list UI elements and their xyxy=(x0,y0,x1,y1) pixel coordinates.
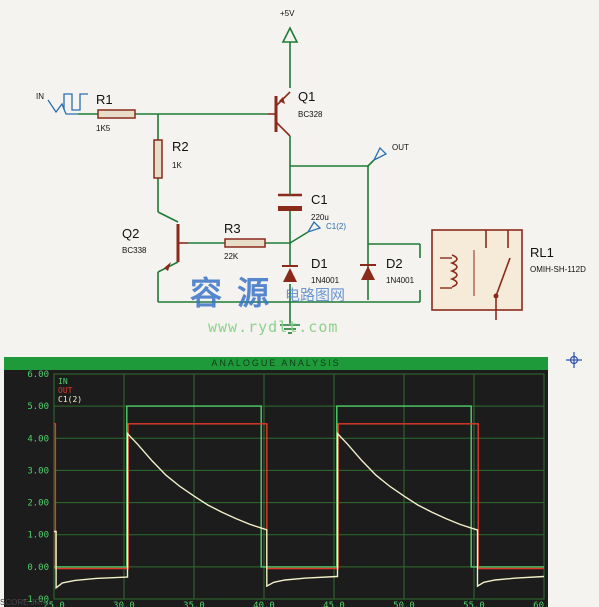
legend-entry: C1(2) xyxy=(58,395,82,404)
d2-value: 1N4001 xyxy=(386,276,415,285)
rl1-value: OMIH-SH-112D xyxy=(530,265,586,274)
x-tick-label: 25.0 xyxy=(43,601,65,607)
axis-ticks: 25.0 30.0 35.0 40.0 45.0 50.0 55.0 60.0 6.00 5.00… xyxy=(22,370,548,607)
x-tick-label: 35.0 xyxy=(183,601,205,607)
y-tick-label: 2.00 xyxy=(27,499,49,509)
y-tick-label: 1.00 xyxy=(27,531,49,541)
y-tick-label: -1.00 xyxy=(22,595,49,605)
output-label: OUT xyxy=(392,143,409,152)
d1-ref: D1 xyxy=(311,256,328,271)
x-tick-label: 45.0 xyxy=(323,601,345,607)
probe-c1-2: C1(2) xyxy=(306,220,346,234)
y-tick-label: 5.00 xyxy=(27,402,49,412)
q2-ref: Q2 xyxy=(122,226,139,241)
q2-transistor: Q2 BC338 xyxy=(122,224,188,271)
input-label: IN xyxy=(36,92,44,101)
d1-diode: D1 1N4001 xyxy=(282,256,340,285)
y-tick-label: 3.00 xyxy=(27,466,49,476)
r3-resistor: R3 22K xyxy=(224,221,266,261)
x-tick-label: 50.0 xyxy=(393,601,415,607)
crosshair-icon xyxy=(566,352,582,368)
x-tick-label: 30.0 xyxy=(113,601,135,607)
d2-diode: D2 1N4001 xyxy=(360,256,415,285)
c1-capacitor: C1 220u xyxy=(278,188,329,222)
q1-value: BC328 xyxy=(298,110,323,119)
r1-value: 1K5 xyxy=(96,124,111,133)
ground-symbol xyxy=(280,324,300,334)
r1-resistor: R1 1K5 xyxy=(96,92,136,133)
input-generator xyxy=(47,93,88,115)
q2-value: BC338 xyxy=(122,246,147,255)
r3-ref: R3 xyxy=(224,221,241,236)
y-tick-label: 6.00 xyxy=(27,370,49,380)
series-line-c1-2- xyxy=(54,431,545,590)
y-tick-label: 4.00 xyxy=(27,434,49,444)
q1-ref: Q1 xyxy=(298,89,315,104)
graph-plot-area: 25.0 30.0 35.0 40.0 45.0 50.0 55.0 60.0 6.00 5.00… xyxy=(22,370,548,607)
analogue-analysis-graph[interactable]: ANALOGUE ANALYSIS 25.0 30.0 35.0 40.0 45.0 50… xyxy=(4,357,548,607)
x-tick-label: 40.0 xyxy=(253,601,275,607)
c1-ref: C1 xyxy=(311,192,328,207)
x-tick-label: 60.0 xyxy=(533,601,548,607)
wires xyxy=(78,42,421,325)
circuit-schematic: +5V IN R1 1K5 R2 1K Q1 BC328 OUT C1 xyxy=(36,9,586,334)
probe-label: C1(2) xyxy=(326,222,346,231)
graph-title: ANALOGUE ANALYSIS xyxy=(4,357,548,370)
r3-value: 22K xyxy=(224,252,239,261)
c1-value: 220u xyxy=(311,213,329,222)
supply-terminal: +5V xyxy=(280,9,299,43)
rl1-ref: RL1 xyxy=(530,245,554,260)
output-terminal: OUT xyxy=(372,143,409,162)
legend-entry: OUT xyxy=(58,386,73,395)
x-tick-label: 55.0 xyxy=(463,601,485,607)
rl1-relay: RL1 OMIH-SH-112D xyxy=(431,229,586,320)
cut-off-label: SCORE JRN xyxy=(0,598,47,607)
legend-entry: IN xyxy=(58,377,68,386)
q1-transistor: Q1 BC328 xyxy=(268,89,323,137)
series xyxy=(54,405,545,590)
r1-ref: R1 xyxy=(96,92,113,107)
grid xyxy=(53,373,545,600)
r2-resistor: R2 1K xyxy=(153,139,189,179)
supply-label: +5V xyxy=(280,9,295,18)
d2-ref: D2 xyxy=(386,256,403,271)
r2-value: 1K xyxy=(172,161,182,170)
d1-value: 1N4001 xyxy=(311,276,340,285)
y-tick-label: 0.00 xyxy=(27,563,49,573)
r2-ref: R2 xyxy=(172,139,189,154)
